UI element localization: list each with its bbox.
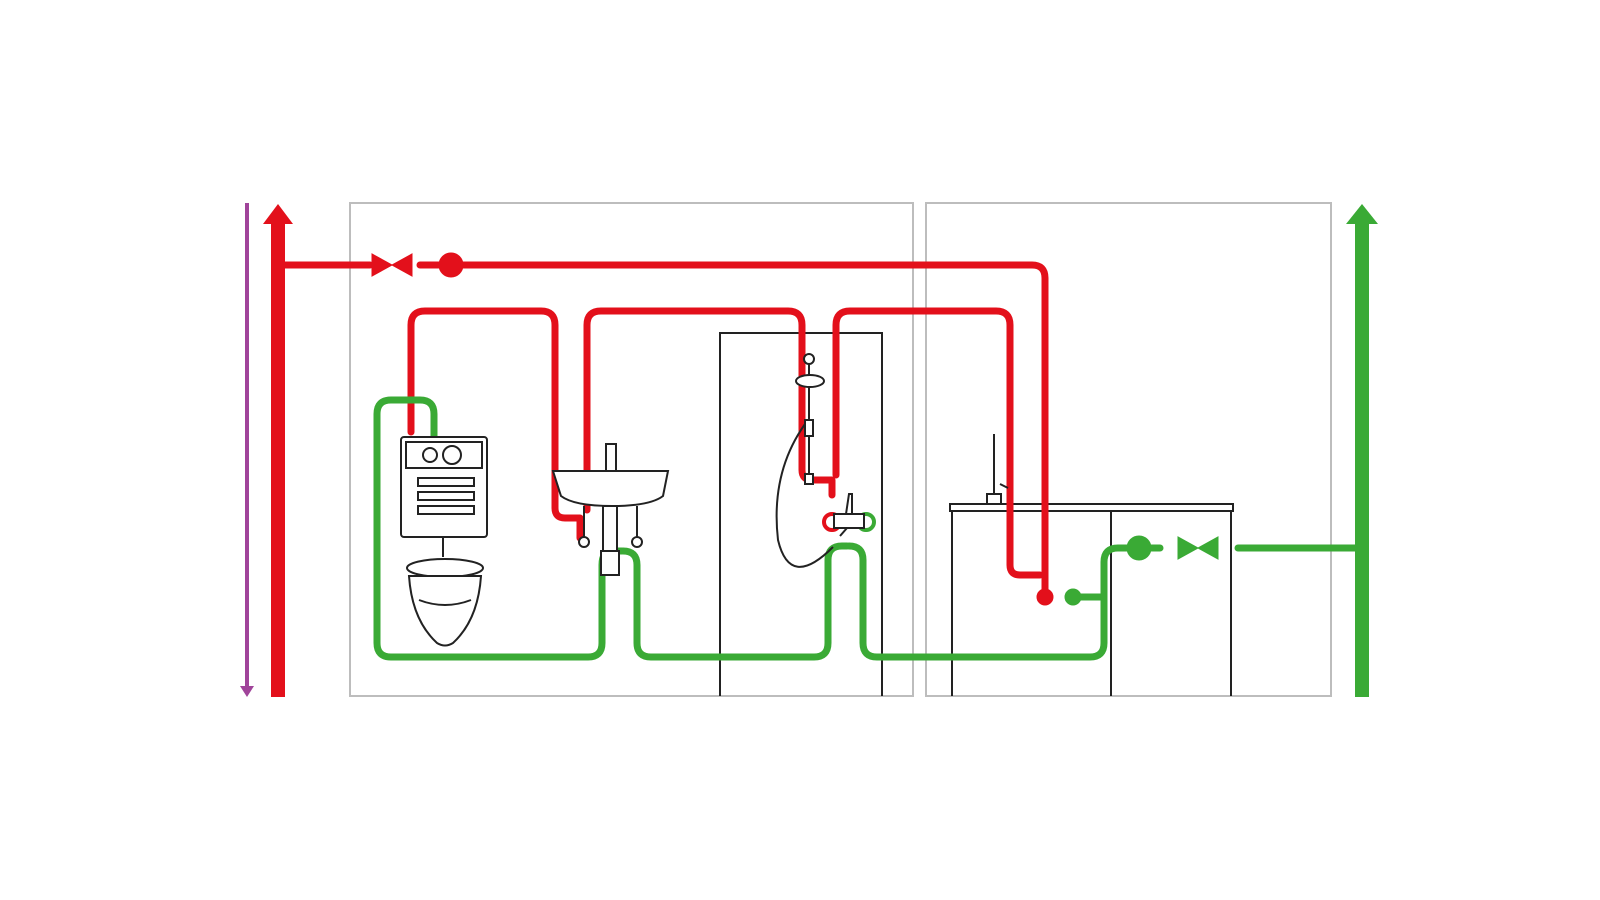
kitchen-countertop (949, 503, 1234, 512)
green-branch-kitchen-shower (845, 542, 1164, 661)
room-walls (349, 202, 1332, 697)
red-end-dot (1036, 588, 1054, 606)
red-arrow-head (263, 204, 293, 224)
shower-hose (775, 419, 834, 568)
kitchen-faucet (986, 434, 1009, 505)
red-branch-toilet-basin (407, 307, 584, 542)
kitchen-cabinet (949, 503, 1234, 696)
red-main-line-b (416, 261, 1049, 601)
washbasin (551, 443, 670, 576)
toilet-cistern (400, 436, 488, 557)
mixer-lever (845, 493, 853, 515)
basin-drain (602, 505, 618, 552)
basin-hot-angle-valve (578, 536, 590, 548)
mixer-body (833, 513, 865, 529)
cistern-slat-2 (417, 491, 475, 501)
red-branch-kitchen (832, 307, 1044, 579)
green-branch-shower-basin (619, 542, 851, 661)
toilet (406, 558, 484, 647)
bathroom-wall (349, 202, 914, 697)
purple-down-arrow (240, 203, 254, 697)
flush-button-large (442, 445, 462, 465)
toilet-seat (406, 558, 484, 578)
shower-head (795, 374, 825, 388)
mixer-spout (839, 527, 848, 537)
basin-bowl (551, 470, 670, 508)
green-arrow-head (1346, 204, 1378, 224)
basin-siphon (600, 550, 620, 576)
green-pipes (373, 396, 1366, 661)
kitchen-wall (925, 202, 1332, 697)
shower-mixer (822, 493, 876, 537)
kitchen-faucet-lever (999, 483, 1009, 489)
cistern-slat-1 (417, 477, 475, 487)
toilet-bowl-detail (418, 599, 472, 606)
purple-arrow-head (240, 686, 254, 697)
basin-cold-angle-valve (631, 536, 643, 548)
green-end-dot (1064, 588, 1082, 606)
valve-icon (1177, 536, 1219, 560)
green-up-arrow (1346, 204, 1378, 697)
flush-button-small (422, 447, 438, 463)
shower (775, 353, 834, 568)
red-up-arrow (263, 204, 293, 697)
valve-icon (371, 253, 413, 277)
red-pipes (274, 252, 1054, 606)
kitchen-cabinet-doors (951, 511, 1232, 696)
toilet-bowl (407, 575, 483, 647)
red-junction-dot (438, 252, 464, 278)
kitchen-faucet-body (986, 434, 1002, 505)
shower-slider (804, 419, 814, 437)
shower-rail-foot (804, 473, 814, 485)
cistern-slat-3 (417, 505, 475, 515)
basin-faucet (605, 443, 617, 473)
shower-rail-top (803, 353, 815, 365)
